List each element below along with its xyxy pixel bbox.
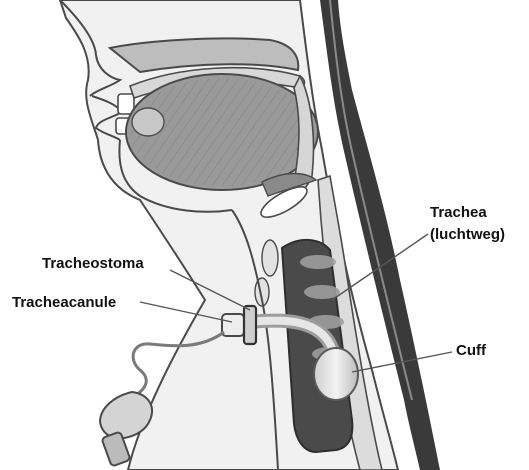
label-trachea-luchtweg: (luchtweg) — [430, 225, 505, 244]
tracheacanule-flange — [244, 306, 256, 344]
label-trachea: Trachea — [430, 203, 487, 222]
label-tracheacanule: Tracheacanule — [12, 293, 116, 312]
tracheacanule-connector — [222, 314, 244, 336]
label-cuff: Cuff — [456, 341, 486, 360]
tongue-tip — [132, 108, 164, 136]
label-tracheostoma: Tracheostoma — [42, 254, 144, 273]
thyroid-cartilage — [262, 240, 278, 276]
cuff-balloon — [314, 348, 358, 400]
